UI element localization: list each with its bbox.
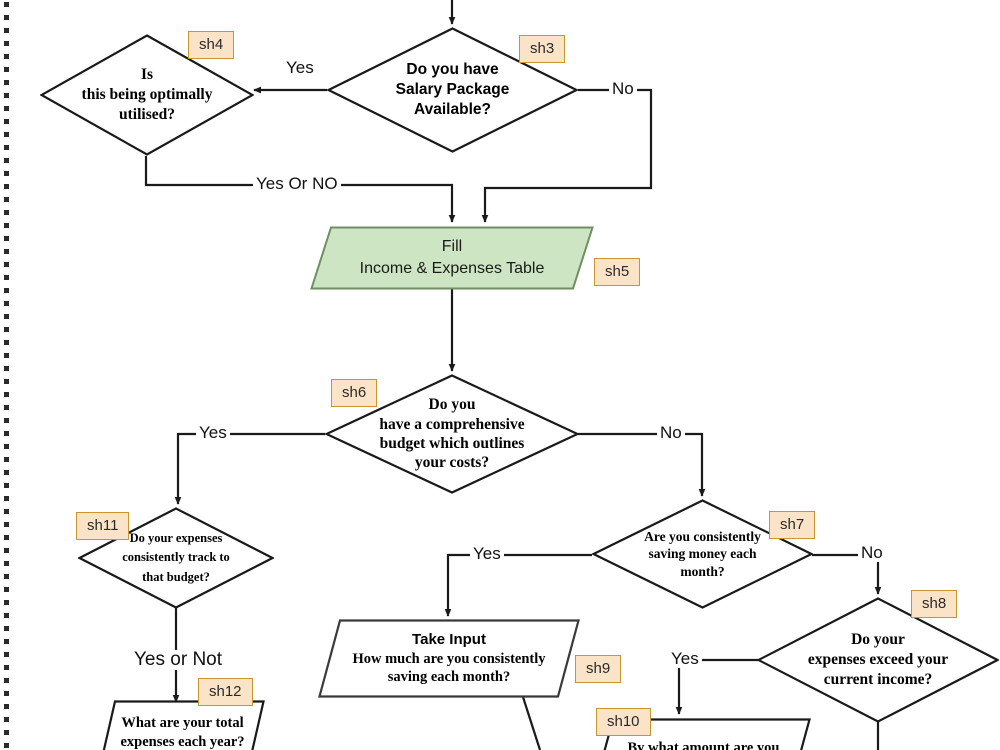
- binding-dot: [4, 340, 9, 345]
- edge-label-sh6-no: No: [657, 424, 685, 442]
- edge-sh6-yes-to-sh11: [174, 432, 325, 505]
- binding-dot: [4, 639, 9, 644]
- binding-dot: [4, 652, 9, 657]
- binding-dot: [4, 457, 9, 462]
- edge-label-sh4-out: Yes Or NO: [253, 175, 341, 193]
- decision-sh8[interactable]: Do your expenses exceed your current inc…: [756, 597, 1000, 723]
- binding-dot: [4, 132, 9, 137]
- decision-sh8-shape: [756, 597, 1000, 723]
- input-sh9-shape: [318, 619, 580, 698]
- binding-dot: [4, 41, 9, 46]
- binding-dot: [4, 509, 9, 514]
- tag-sh11[interactable]: sh11: [76, 512, 130, 540]
- binding-dot: [4, 314, 9, 319]
- edge-label-sh3-yes: Yes: [283, 59, 317, 77]
- binding-dot: [4, 366, 9, 371]
- edge-sh8-yes-to-sh10: [675, 658, 758, 715]
- binding-dot: [4, 626, 9, 631]
- binding-dot: [4, 483, 9, 488]
- edge-label-sh7-yes: Yes: [470, 545, 504, 563]
- binding-dot: [4, 236, 9, 241]
- binding-dot: [4, 80, 9, 85]
- page-binding-dots: [4, 0, 10, 750]
- binding-dot: [4, 28, 9, 33]
- binding-dot: [4, 171, 9, 176]
- binding-dot: [4, 54, 9, 59]
- binding-dot: [4, 392, 9, 397]
- edge-label-sh6-yes: Yes: [196, 424, 230, 442]
- process-sh5-shape: [310, 226, 594, 290]
- binding-dot: [4, 301, 9, 306]
- binding-dot: [4, 288, 9, 293]
- binding-dot: [4, 678, 9, 683]
- binding-dot: [4, 717, 9, 722]
- binding-dot: [4, 418, 9, 423]
- tag-sh10[interactable]: sh10: [596, 708, 651, 736]
- decision-sh4-shape: [39, 34, 255, 156]
- binding-dot: [4, 665, 9, 670]
- binding-dot: [4, 522, 9, 527]
- binding-dot: [4, 691, 9, 696]
- binding-dot: [4, 587, 9, 592]
- binding-dot: [4, 561, 9, 566]
- edge-label-sh11-out: Yes or Not: [131, 650, 226, 670]
- input-sh12[interactable]: What are your total expenses each year?: [100, 700, 265, 750]
- binding-dot: [4, 275, 9, 280]
- edge-label-sh7-no: No: [858, 544, 886, 562]
- binding-dot: [4, 197, 9, 202]
- tag-sh7[interactable]: sh7: [769, 511, 816, 539]
- binding-dot: [4, 119, 9, 124]
- binding-dot: [4, 704, 9, 709]
- tag-sh4[interactable]: sh4: [188, 31, 235, 59]
- binding-dot: [4, 2, 9, 7]
- binding-dot: [4, 223, 9, 228]
- binding-dot: [4, 730, 9, 735]
- edge-label-sh3-no: No: [609, 80, 637, 98]
- binding-dot: [4, 613, 9, 618]
- binding-dot: [4, 431, 9, 436]
- binding-dot: [4, 210, 9, 215]
- binding-dot: [4, 600, 9, 605]
- tag-sh12[interactable]: sh12: [198, 678, 253, 706]
- binding-dot: [4, 743, 9, 748]
- binding-dot: [4, 93, 9, 98]
- input-sh12-shape: [102, 700, 265, 750]
- binding-dot: [4, 249, 9, 254]
- binding-dot: [4, 184, 9, 189]
- tag-sh6[interactable]: sh6: [331, 379, 378, 407]
- input-sh10-shape: [603, 718, 811, 750]
- binding-dot: [4, 15, 9, 20]
- edge-label-sh8-yes: Yes: [668, 650, 702, 668]
- edge-sh9-bottom-continue: [521, 696, 542, 750]
- binding-dot: [4, 444, 9, 449]
- process-sh5[interactable]: Fill Income & Expenses Table: [310, 226, 594, 290]
- binding-dot: [4, 106, 9, 111]
- decision-sh3-shape: [326, 27, 579, 153]
- input-sh9[interactable]: Take Input How much are you consistently…: [318, 619, 580, 698]
- decision-sh6-shape: [323, 374, 581, 494]
- tag-sh9[interactable]: sh9: [575, 655, 622, 683]
- binding-dot: [4, 535, 9, 540]
- binding-dot: [4, 470, 9, 475]
- binding-dot: [4, 574, 9, 579]
- tag-sh3[interactable]: sh3: [519, 35, 566, 63]
- binding-dot: [4, 327, 9, 332]
- tag-sh5[interactable]: sh5: [594, 258, 641, 286]
- binding-dot: [4, 262, 9, 267]
- tag-sh8[interactable]: sh8: [911, 590, 958, 618]
- binding-dot: [4, 145, 9, 150]
- binding-dot: [4, 405, 9, 410]
- binding-dot: [4, 353, 9, 358]
- edge-sh6-no-to-sh7: [578, 432, 706, 497]
- binding-dot: [4, 548, 9, 553]
- binding-dot: [4, 496, 9, 501]
- binding-dot: [4, 67, 9, 72]
- edge-sh7-yes-to-sh9: [444, 553, 592, 617]
- binding-dot: [4, 158, 9, 163]
- binding-dot: [4, 379, 9, 384]
